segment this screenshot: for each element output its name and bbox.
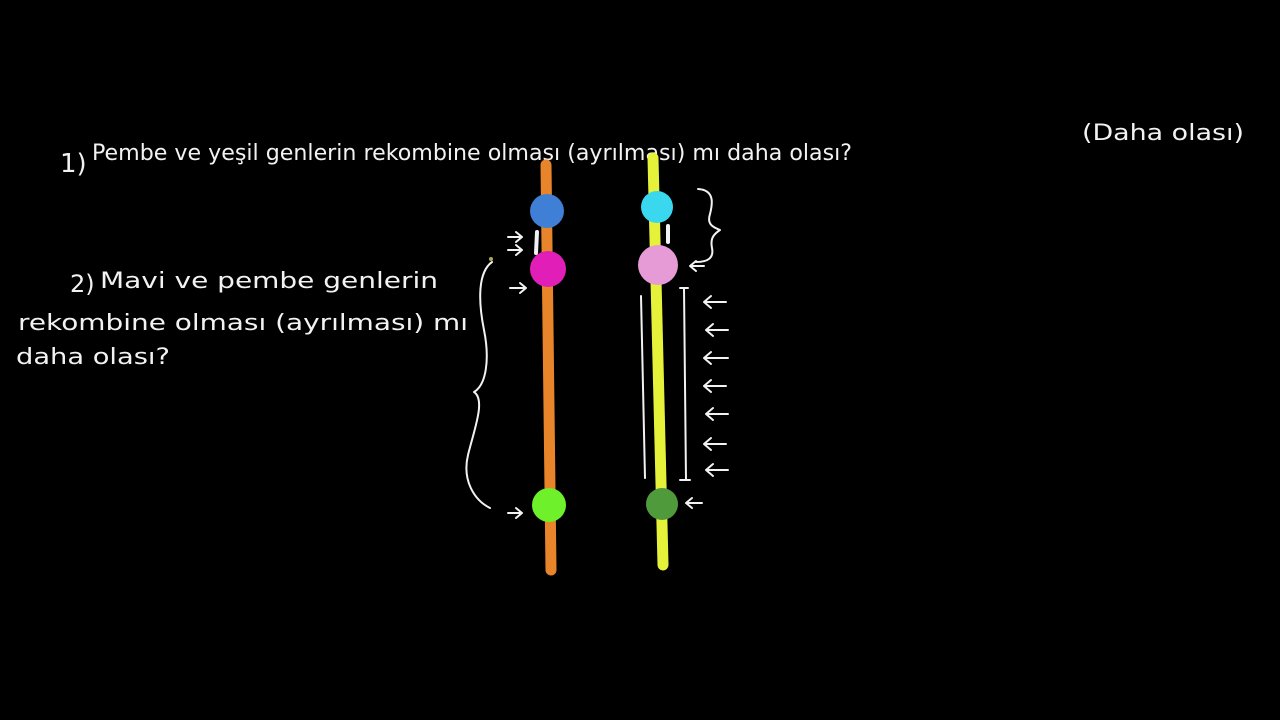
gene-green-bright bbox=[532, 488, 566, 522]
question-1: 1) Pembe ve yeşil genlerin rekombine olm… bbox=[60, 121, 1244, 179]
gene-pink-light bbox=[638, 245, 678, 285]
arrow-icon bbox=[507, 244, 523, 256]
arrow-icon bbox=[703, 351, 729, 365]
arrow-icon bbox=[703, 437, 727, 451]
question-1-number: 1) bbox=[60, 149, 87, 179]
gene-blue bbox=[530, 194, 564, 228]
arrow-icon bbox=[705, 463, 729, 477]
arrow-icon bbox=[705, 407, 729, 421]
arrow-icon bbox=[705, 323, 729, 337]
arrow-icon bbox=[507, 231, 523, 243]
question-2-line-3: daha olası? bbox=[16, 345, 170, 370]
long-line-near-strand bbox=[640, 295, 646, 479]
question-1-text: Pembe ve yeşil genlerin rekombine olması… bbox=[92, 141, 852, 166]
question-2-number: 2) bbox=[70, 270, 95, 298]
arrow-icon bbox=[509, 282, 527, 294]
long-bracket-line bbox=[679, 287, 691, 481]
gene-magenta bbox=[530, 251, 566, 287]
short-gap-mark-left bbox=[534, 230, 539, 255]
left-brace bbox=[465, 261, 493, 509]
arrow-icon bbox=[703, 295, 727, 309]
question-2-line-1: Mavi ve pembe genlerin bbox=[100, 269, 438, 294]
gene-cyan bbox=[641, 191, 673, 223]
gene-green-dark bbox=[646, 488, 678, 520]
chromosome-left bbox=[530, 159, 566, 576]
question-1-answer: (Daha olası) bbox=[1082, 121, 1244, 146]
arrow-icon bbox=[685, 497, 703, 509]
right-top-brace bbox=[695, 188, 721, 263]
brace-dot bbox=[489, 257, 493, 261]
chromosome-right bbox=[638, 152, 678, 571]
arrows-column-right bbox=[703, 295, 729, 477]
arrow-icon bbox=[507, 507, 523, 519]
question-2: 2) Mavi ve pembe genlerin rekombine olma… bbox=[16, 269, 468, 370]
arrow-icon bbox=[703, 379, 727, 393]
arrows-left bbox=[507, 231, 527, 519]
question-2-line-2: rekombine olması (ayrılması) mı bbox=[18, 311, 468, 336]
arrow-icon bbox=[689, 260, 705, 272]
